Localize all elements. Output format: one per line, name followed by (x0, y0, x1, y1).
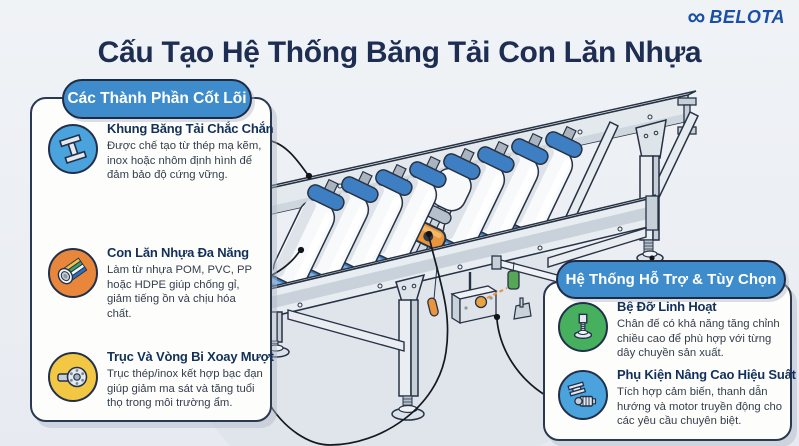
cross-braces (287, 227, 647, 352)
orange-clamp (427, 297, 439, 317)
core-components-panel: Khung Băng Tải Chắc Chắn Được chế tạo từ… (30, 97, 274, 422)
item-title: Khung Băng Tải Chắc Chắn (107, 121, 274, 136)
item-description: Trục thép/inox kết hợp bạc đạn giúp giảm… (107, 368, 263, 410)
item-title: Phụ Kiện Nâng Cao Hiệu Suất (617, 367, 796, 382)
shaft-bearing-icon (57, 366, 88, 388)
list-item-accessories: Phụ Kiện Nâng Cao Hiệu Suất Tích hợp cảm… (558, 367, 796, 429)
sensor-beam (486, 287, 508, 299)
callout-accessory (496, 319, 546, 396)
near-rail (219, 194, 659, 333)
item-text: Phụ Kiện Nâng Cao Hiệu Suất Tích hợp cảm… (617, 367, 796, 429)
item-description: Được chế tạo từ thép mạ kẽm, inox hoặc n… (107, 140, 262, 182)
rollers (256, 119, 590, 314)
motor-accessory-icon (567, 381, 597, 407)
mounting-bracket (513, 297, 532, 320)
list-item-foot: Bệ Đỡ Linh Hoạt Chân đế có khả năng tăng… (558, 299, 784, 361)
icon-circle (558, 302, 608, 352)
front-center-leg (391, 273, 426, 421)
item-title: Con Lăn Nhựa Đa Năng (107, 245, 249, 260)
callout-frame (265, 139, 309, 176)
icon-circle (48, 248, 98, 298)
accessories (427, 255, 566, 325)
icon-circle (48, 124, 98, 174)
brand-logo: ∞ BELOTA (688, 5, 786, 30)
item-description: Làm từ nhựa POM, PVC, PP hoặc HDPE giúp … (107, 264, 252, 321)
item-description: Chân đế có khả năng tăng chỉnh chiều cao… (617, 318, 780, 360)
core-panel-heading: Các Thành Phần Cốt Lõi (62, 79, 252, 119)
item-text: Khung Băng Tải Chắc Chắn Được chế tạo từ… (107, 121, 274, 183)
item-title: Trục Và Vòng Bi Xoay Mượt (107, 349, 274, 364)
i-beam-frame-icon (58, 133, 88, 165)
leveling-foot-icon (573, 313, 593, 340)
brand-name: BELOTA (709, 7, 785, 27)
list-item-roller: Con Lăn Nhựa Đa Năng Làm từ nhựa POM, PV… (48, 245, 260, 322)
green-sensor (507, 270, 520, 290)
item-text: Con Lăn Nhựa Đa Năng Làm từ nhựa POM, PV… (107, 245, 260, 322)
sensor-lens (474, 295, 488, 309)
item-title: Bệ Đỡ Linh Hoạt (617, 299, 717, 314)
callout-bearing (266, 236, 449, 446)
icon-circle (558, 370, 608, 420)
callout-dots (297, 172, 655, 321)
item-description: Tích hợp cảm biến, thanh dẫn hướng và mo… (617, 386, 783, 428)
item-text: Bệ Đỡ Linh Hoạt Chân đế có khả năng tăng… (617, 299, 784, 361)
infinity-logo-icon: ∞ (687, 3, 706, 31)
list-item-frame: Khung Băng Tải Chắc Chắn Được chế tạo từ… (48, 121, 274, 183)
list-item-shaft: Trục Và Vòng Bi Xoay Mượt Trục thép/inox… (48, 349, 274, 411)
support-panel-heading: Hệ Thống Hỗ Trợ & Tùy Chọn (556, 260, 786, 299)
support-options-panel: Bệ Đỡ Linh Hoạt Chân đế có khả năng tăng… (543, 281, 796, 441)
icon-circle (48, 352, 98, 402)
page-title: Cấu Tạo Hệ Thống Băng Tải Con Lăn Nhựa (97, 36, 702, 70)
sensor-box (450, 285, 498, 325)
item-text: Trục Và Vòng Bi Xoay Mượt Trục thép/inox… (107, 349, 274, 411)
plastic-roller-icon (57, 257, 88, 285)
